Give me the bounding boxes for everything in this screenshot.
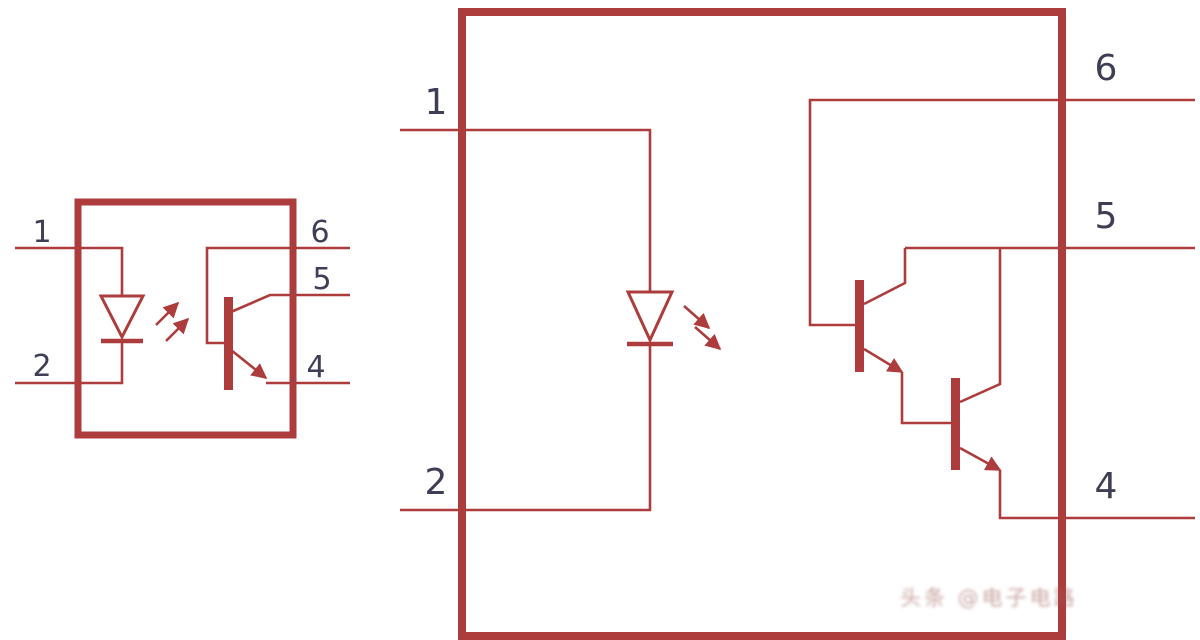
transistor-q1-symbol: [855, 248, 907, 374]
led-symbol: [625, 290, 675, 347]
light-arrow-icon: [155, 301, 180, 326]
pin6-base-wire: [205, 246, 350, 345]
pin4-wire: [998, 470, 1195, 520]
pin1-label: 1: [425, 82, 448, 123]
pin5-label: 5: [1095, 196, 1118, 237]
pin1-wire: [15, 246, 124, 296]
pin6-base-wire: [808, 98, 1195, 327]
light-emission-arrows: [683, 305, 722, 351]
light-arrow-icon: [694, 326, 722, 351]
q2-emitter-arrow: [959, 446, 1002, 472]
light-arrow-icon: [165, 317, 190, 342]
pin4-label: 4: [306, 350, 325, 385]
package-outline: [74, 198, 297, 439]
pin5-label: 5: [312, 262, 331, 297]
pin5-collector-wire: [230, 293, 350, 314]
q2-collector-wire: [959, 248, 1002, 404]
pin2-wire: [15, 341, 124, 385]
right-diagram-optocoupler-internal: 1 2 6 5 4: [400, 8, 1195, 640]
led-triangle: [98, 294, 146, 341]
pin2-label: 2: [32, 349, 51, 384]
watermark: 头条 @电子电路: [900, 586, 1078, 610]
pin6-label: 6: [1095, 48, 1118, 89]
pin1-label: 1: [32, 215, 51, 250]
led-symbol: [98, 294, 146, 344]
light-emission-arrows: [155, 301, 190, 342]
q1-base-bar: [855, 280, 864, 372]
pin6-label: 6: [310, 215, 329, 250]
transistor-base-bar: [224, 297, 233, 390]
led-triangle: [625, 290, 675, 344]
pin2-wire: [400, 344, 652, 512]
left-diagram-optocoupler-compact: 1 2 6 5 4: [15, 198, 350, 439]
q2-base-bar: [951, 378, 960, 470]
transistor-q2-symbol: [951, 248, 1002, 472]
q1-emitter-arrow: [863, 347, 904, 374]
phototransistor-symbol: [205, 246, 350, 390]
q1-emitter-to-q2-base-wire: [900, 372, 951, 425]
pin4-label: 4: [1095, 466, 1118, 507]
pin2-label: 2: [425, 462, 448, 503]
light-arrow-icon: [683, 305, 711, 330]
q1-collector-wire: [863, 248, 907, 306]
package-outline-large: [458, 8, 1066, 640]
pin1-wire: [400, 128, 652, 292]
emitter-arrow: [230, 348, 268, 380]
